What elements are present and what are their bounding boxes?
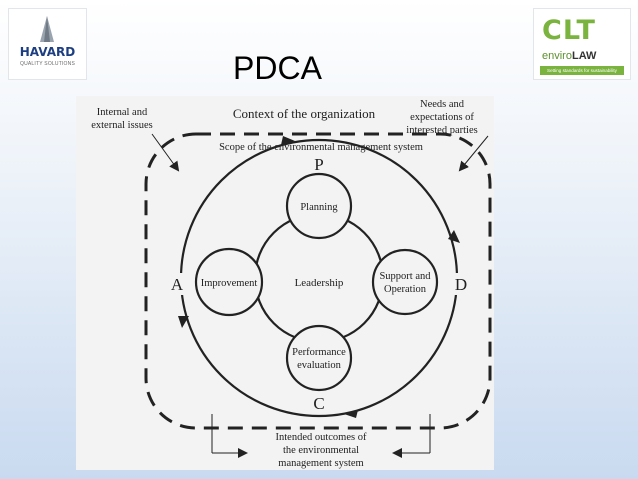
arrow-p-to-d (448, 230, 460, 243)
support-circle (371, 248, 439, 316)
outcomes-line-1: Intended outcomes of (276, 432, 367, 443)
arrow-a-to-p (281, 136, 295, 145)
page-title: PDCA (233, 50, 322, 86)
performance-circle (285, 324, 353, 392)
clt-brand: CLT (542, 15, 596, 46)
arrow-c-to-a (178, 316, 189, 328)
havard-tagline: QUALITY SOLUTIONS (20, 61, 75, 67)
scope-label-bg (190, 139, 452, 154)
scope-label: Scope of the environmental management sy… (219, 142, 423, 153)
envirolaw-brand: enviroLAW (542, 50, 596, 62)
pdca-diagram: Context of the organization Internal and… (76, 96, 494, 470)
support-label-line-2: Operation (384, 284, 427, 295)
outcomes-line-3: management system (278, 458, 363, 469)
letter-p-bg (308, 155, 330, 173)
cycle-letter-a: A (171, 275, 184, 294)
improvement-label: Improvement (201, 278, 258, 289)
context-title: Context of the organization (233, 106, 376, 121)
envirolaw-part-a: enviro (542, 50, 572, 62)
pdca-diagram-svg: Context of the organization Internal and… (91, 99, 492, 469)
internal-issues-arrow (151, 133, 180, 172)
planning-circle (285, 172, 353, 240)
cycle-letter-p: P (314, 155, 323, 174)
needs-line-2: expectations of (410, 112, 474, 123)
envirolaw-part-b: LAW (571, 50, 597, 62)
leadership-label: Leadership (295, 277, 344, 289)
improvement-circle (194, 247, 264, 317)
planning-label: Planning (300, 202, 338, 213)
needs-line-3: interested parties (406, 125, 477, 136)
clt-slogan: Setting standards for sustainability (540, 66, 624, 75)
performance-label-line-2: evaluation (297, 360, 341, 371)
needs-line-1: Needs and (420, 99, 465, 110)
havard-emblem-icon (40, 16, 54, 42)
havard-brand: HAVARD (19, 45, 76, 59)
clt-envirolaw-logo: CLT enviroLAW Setting standards for sust… (533, 8, 631, 80)
letter-c-bg (308, 391, 330, 413)
cycle-letter-d: D (455, 275, 467, 294)
support-label-line-1: Support and (379, 271, 431, 282)
context-boundary (144, 132, 492, 430)
cycle-letter-c: C (313, 394, 324, 413)
outcomes-line-2: the environmental (283, 445, 359, 456)
needs-arrow (458, 135, 489, 172)
letter-d-bg (450, 273, 472, 295)
internal-issues-line-1: Internal and (97, 107, 148, 118)
performance-label-line-1: Performance (292, 347, 346, 358)
havard-logo: HAVARD QUALITY SOLUTIONS (8, 8, 87, 80)
letter-a-bg (166, 273, 188, 295)
internal-issues-line-2: external issues (91, 120, 153, 131)
arrow-d-to-c (344, 410, 358, 418)
